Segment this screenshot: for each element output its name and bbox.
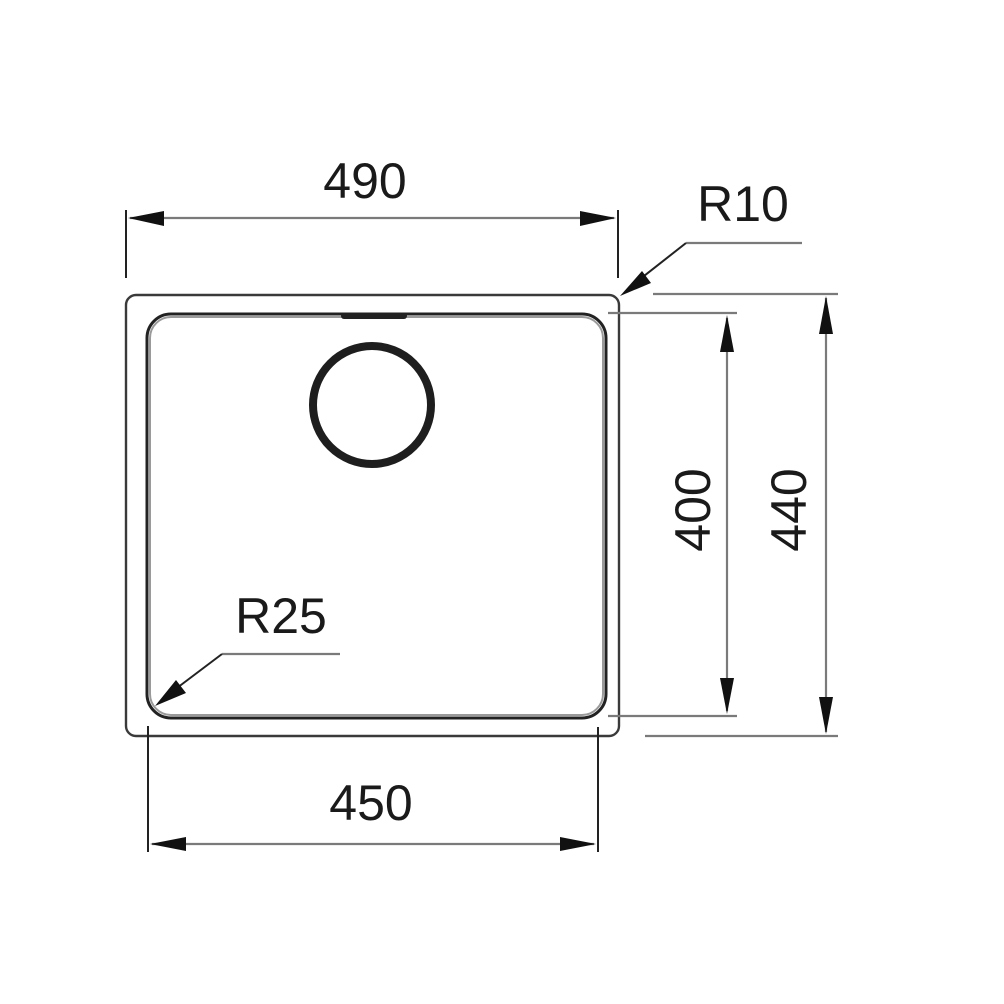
label-outer-width: 490	[323, 153, 406, 209]
drain-hole	[309, 342, 435, 468]
dimension-inner-depth: 400	[608, 311, 737, 718]
label-inner-depth: 400	[665, 468, 721, 551]
dimension-inner-radius: R25	[155, 588, 340, 706]
outer-rim	[124, 293, 621, 738]
dimension-outer-radius: R10	[620, 176, 802, 296]
overflow-slot	[341, 313, 407, 319]
label-outer-radius: R10	[697, 176, 789, 232]
label-outer-depth: 440	[761, 468, 817, 551]
label-inner-width: 450	[329, 775, 412, 831]
inner-bowl-highlight	[149, 316, 604, 716]
dimension-inner-width: 450	[147, 726, 599, 852]
dimension-outer-width: 490	[125, 153, 619, 278]
label-inner-radius: R25	[235, 588, 327, 644]
dimension-outer-depth: 440	[645, 292, 838, 738]
